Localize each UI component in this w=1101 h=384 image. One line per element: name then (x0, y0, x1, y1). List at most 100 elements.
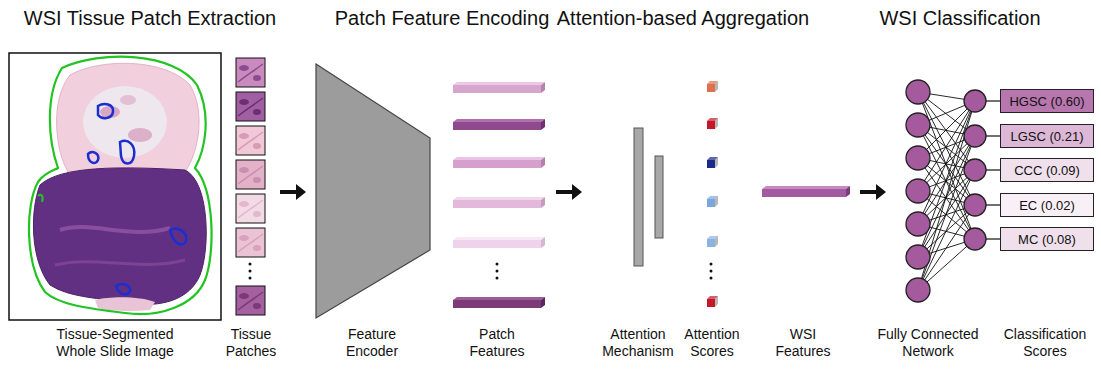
score-cube-side (715, 81, 718, 92)
feature-bar-side (541, 119, 545, 130)
output-lead (986, 204, 1000, 205)
annotation-outline (88, 152, 98, 163)
input-neuron (906, 212, 930, 236)
patch-texture (239, 99, 249, 105)
patch-texture (253, 211, 261, 217)
feature-bar-top (453, 237, 545, 240)
patch-texture (253, 109, 261, 115)
input-neuron (906, 278, 930, 302)
patch-texture (253, 245, 261, 251)
score-cube-side (715, 118, 718, 129)
score-cube-side (715, 157, 718, 168)
feature-bar-side (541, 237, 545, 248)
output-lead (986, 100, 1000, 101)
patch-texture (238, 200, 263, 218)
ellipsis-dot (496, 270, 499, 273)
output-neuron (964, 194, 986, 216)
component-caption: Feature Encoder (335, 326, 409, 360)
feature-bar-top (453, 119, 545, 122)
patch-texture (253, 75, 261, 81)
score-box: HGSC (0.60) (1000, 89, 1094, 113)
tissue-band (60, 227, 170, 232)
feature-bar-top (762, 186, 850, 189)
output-lead (986, 135, 1000, 136)
score-cube-side (715, 236, 718, 247)
patch-feature-bar (453, 240, 541, 248)
tissue-patch (236, 194, 265, 223)
attention-score-cube (707, 299, 715, 307)
patch-texture (239, 133, 249, 139)
attention-score-cube (707, 84, 715, 92)
score-text: HGSC (0.60) (1009, 94, 1084, 109)
annotation-outline (116, 284, 130, 294)
patch-texture (239, 293, 249, 299)
output-neuron (964, 125, 986, 147)
output-lead (986, 169, 1000, 170)
patch-texture (238, 166, 263, 184)
feature-bar-side (541, 297, 545, 308)
ellipsis-dot (496, 277, 499, 280)
tissue-patch (236, 126, 265, 155)
score-box: CCC (0.09) (1000, 158, 1094, 182)
input-neuron (906, 179, 930, 203)
patch-texture (238, 64, 263, 82)
patch-texture (239, 201, 249, 207)
tissue-dark (33, 168, 206, 305)
feature-bar-side (541, 157, 545, 168)
component-caption: Fully Connected Network (873, 326, 983, 360)
ellipsis-dot (710, 277, 713, 280)
stage-arrow (860, 184, 886, 200)
tissue-patch (236, 228, 265, 257)
tissue-core (83, 86, 167, 158)
score-box: LGSC (0.21) (1000, 124, 1094, 148)
component-caption: Attention Mechanism (596, 326, 680, 360)
stage-arrow (280, 184, 306, 200)
ellipsis-dot (496, 263, 499, 266)
section-title: WSI Classification (845, 6, 1075, 30)
component-caption: Patch Features (460, 326, 534, 360)
score-box: MC (0.08) (1000, 227, 1094, 251)
tissue-patch (236, 286, 265, 315)
tissue-spot (128, 128, 152, 142)
tissue-pale-strip (95, 297, 155, 311)
patch-texture (238, 132, 263, 150)
feature-bar-side (541, 197, 545, 208)
output-neuron (964, 90, 986, 112)
tissue-pale (57, 63, 199, 172)
attention-score-cube (707, 199, 715, 207)
slide-frame (9, 53, 221, 320)
component-caption: Tissue-Segmented Whole Slide Image (50, 326, 180, 360)
patch-texture (238, 292, 263, 310)
input-neuron (906, 113, 930, 137)
encoder-trapezoid (316, 64, 430, 318)
section-title: Attention-based Aggregation (548, 6, 818, 30)
score-cube-side (715, 296, 718, 307)
ellipsis-dot (249, 263, 252, 266)
score-text: LGSC (0.21) (1011, 129, 1084, 144)
patch-texture (238, 234, 263, 252)
feature-bar-top (453, 82, 545, 85)
score-text: CCC (0.09) (1014, 163, 1080, 178)
section-title: Patch Feature Encoding (317, 6, 567, 30)
patch-texture (253, 303, 261, 309)
tissue-outline (29, 57, 212, 314)
feature-bar-side (846, 186, 850, 197)
component-caption: Classification Scores (995, 326, 1095, 360)
patch-texture (239, 167, 249, 173)
input-neuron (906, 80, 930, 104)
feature-bar-top (453, 157, 545, 160)
score-cube-side (715, 196, 718, 207)
ellipsis-dot (710, 263, 713, 266)
patch-feature-bar (453, 85, 541, 93)
score-box: EC (0.02) (1000, 193, 1094, 217)
attention-score-cube (707, 121, 715, 129)
tissue-band (55, 260, 185, 265)
stage-arrow (556, 184, 582, 200)
component-caption: Attention Scores (677, 326, 747, 360)
component-caption: Tissue Patches (219, 326, 283, 360)
attention-score-cube (707, 160, 715, 168)
patch-texture (253, 143, 261, 149)
feature-bar-top (453, 197, 545, 200)
annotation-outline (98, 104, 113, 118)
tissue-patch (236, 58, 265, 87)
